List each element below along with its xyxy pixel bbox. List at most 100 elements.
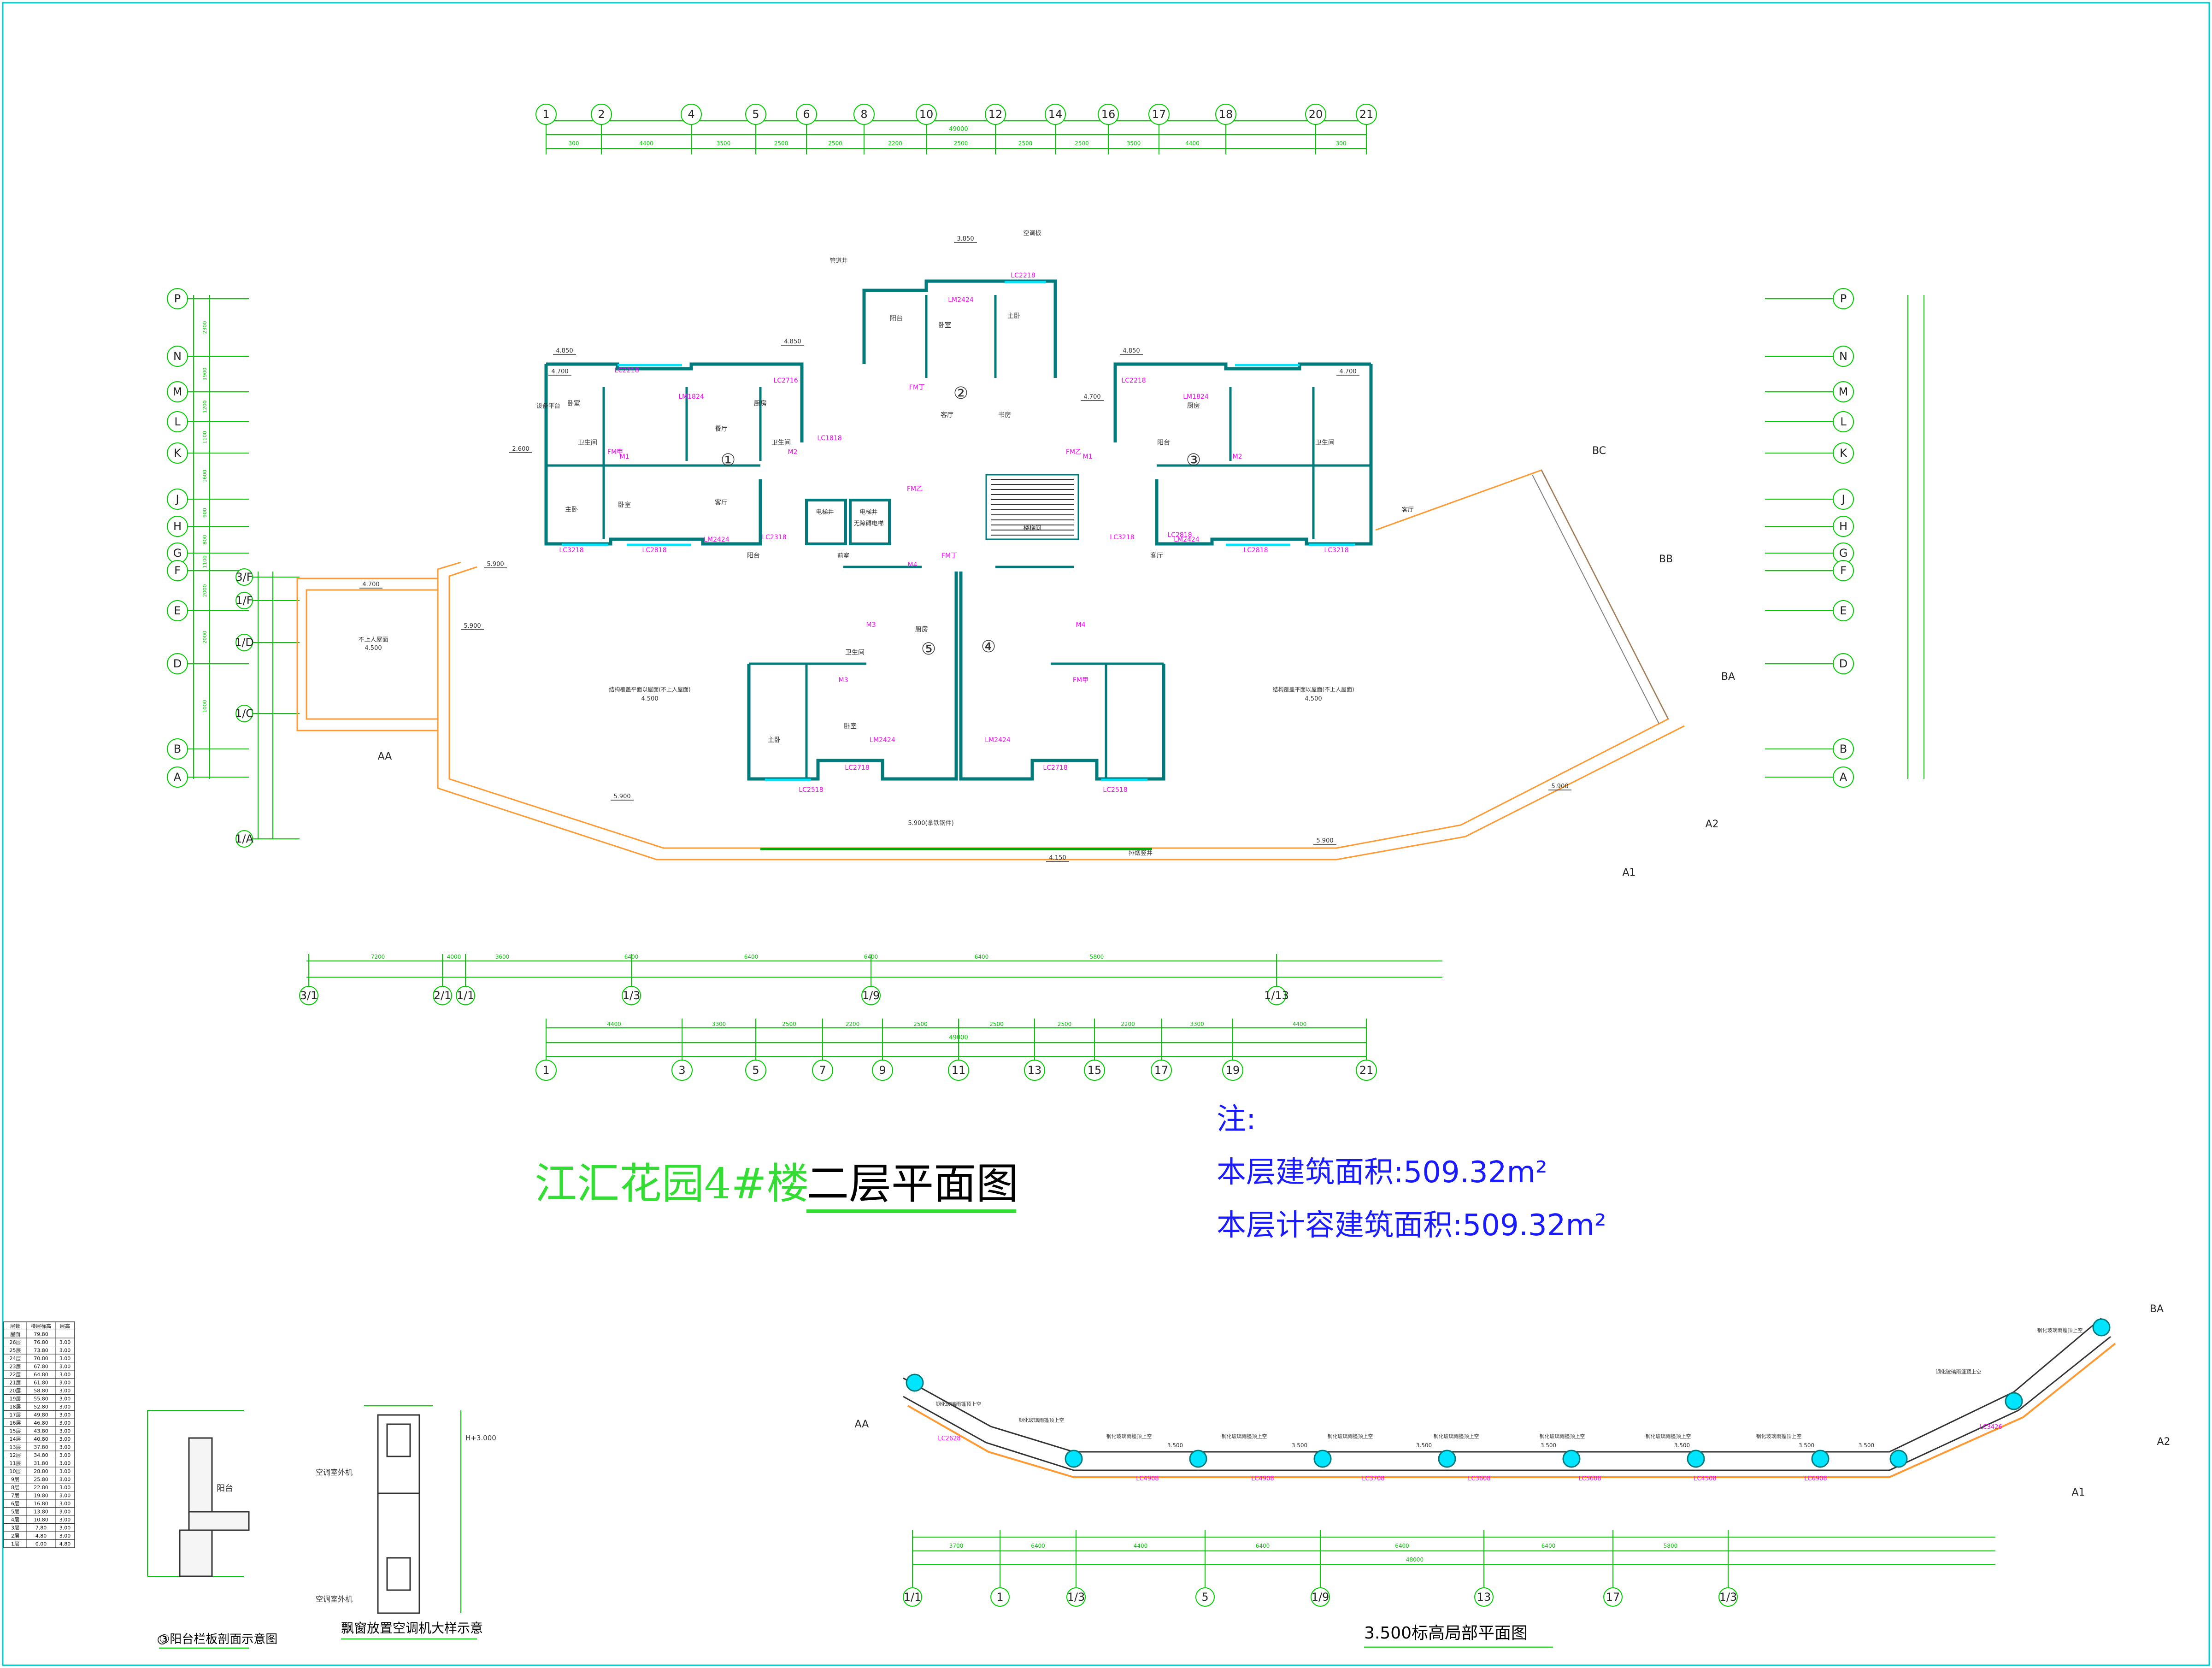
right-axis-G-label: G <box>1839 547 1848 560</box>
table-cell-22-1: 16.80 <box>34 1501 48 1507</box>
bottom-axis-11-label: 11 <box>952 1064 966 1077</box>
top-axis-10: 10 <box>916 104 937 125</box>
right-axis-J-label: J <box>1841 493 1845 506</box>
left-sub-axis-0-label: 3/F <box>235 571 253 584</box>
partial-axis-3-label: 5 <box>1201 1591 1208 1603</box>
ac-caption: 飘窗放置空调机大样示意 <box>341 1621 483 1636</box>
balcony-caption: ③阳台栏板剖面示意图 <box>159 1633 277 1646</box>
right-axis-N: N <box>1833 346 1854 367</box>
elevator-label-1: 电梯井 <box>859 509 877 516</box>
door-label-0: FM甲 <box>607 448 623 456</box>
ac-level: H+3.000 <box>465 1434 496 1442</box>
partial-axis-1-label: 1 <box>996 1591 1003 1603</box>
top-axis-20: 20 <box>1305 104 1326 125</box>
left-sub-axis-1: 1/F <box>235 592 253 609</box>
room-label-11: 主卧 <box>1007 312 1020 320</box>
right-axis-E: E <box>1833 600 1854 621</box>
sub-dim-3: 6400 <box>624 954 639 960</box>
window-label-3: LC1818 <box>817 435 841 442</box>
bottom-axis-21-label: 21 <box>1359 1064 1374 1077</box>
partial-window-0: LC2628 <box>938 1435 960 1442</box>
top-dim-10: 4400 <box>1185 140 1200 147</box>
table-cell-16-1: 34.80 <box>34 1452 48 1458</box>
table-cell-21-2: 3.00 <box>59 1493 71 1499</box>
room-label-7: 卫生间 <box>771 439 791 447</box>
table-cell-16-2: 3.00 <box>59 1452 71 1458</box>
window-label-22: LM2424 <box>985 737 1011 744</box>
table-cell-19-2: 3.00 <box>59 1477 71 1483</box>
right-axis-M: M <box>1833 381 1854 402</box>
top-axis-6-label: 6 <box>803 108 810 121</box>
partial-note-1: 钢化玻璃雨篷顶上空 <box>1019 1417 1065 1423</box>
top-axis-2-label: 2 <box>598 108 605 121</box>
bottom-axis-19-label: 19 <box>1226 1064 1240 1077</box>
partial-axis-0-label: 1/1 <box>904 1591 922 1603</box>
ac-label-2: 空调室外机 <box>316 1595 353 1603</box>
door-label-13: M4 <box>908 561 918 569</box>
table-cell-1-1: 79.80 <box>34 1332 48 1338</box>
top-axis-4-label: 4 <box>688 108 694 121</box>
leader-note-3: 排烟竖井 <box>1129 850 1153 857</box>
table-cell-17-2: 3.00 <box>59 1461 71 1467</box>
bottom-axis-15-label: 15 <box>1088 1064 1102 1077</box>
right-axis-B-label: B <box>1840 743 1847 755</box>
left-dim-2: 1200 <box>202 401 208 413</box>
unit-marker-3: ④ <box>981 637 996 656</box>
table-cell-4-0: 24层 <box>10 1356 21 1362</box>
left-axis-D-label: D <box>173 657 182 670</box>
left-sub-axis-1-label: 1/F <box>235 594 253 607</box>
room-label-13: 客厅 <box>941 411 953 419</box>
top-axis-5-label: 5 <box>752 108 759 121</box>
right-axis-L: L <box>1833 411 1854 432</box>
oblique-label-9: A1 <box>2071 1487 2085 1498</box>
level-mark-5: 5.900 <box>1551 783 1568 790</box>
table-cell-18-1: 28.80 <box>34 1468 48 1474</box>
table-cell-2-0: 26层 <box>10 1339 21 1345</box>
sub-dim-7: 5800 <box>1090 954 1104 960</box>
partial-window-1: LC4908 <box>1136 1475 1159 1482</box>
left-axis-F: F <box>167 560 188 581</box>
right-axis-F: F <box>1833 560 1854 581</box>
partial-window-5: LC5608 <box>1578 1475 1601 1482</box>
right-axis-A: A <box>1833 766 1854 788</box>
table-cell-2-2: 3.00 <box>59 1339 71 1345</box>
table-cell-0-2: 层高 <box>60 1323 70 1329</box>
level-mark-4: 5.900 <box>1316 837 1333 844</box>
partial-dim-5: 6400 <box>1541 1543 1556 1549</box>
table-cell-12-2: 3.00 <box>59 1420 71 1426</box>
bottom-dim-6: 2500 <box>1058 1021 1072 1027</box>
room-label-21: 卧室 <box>844 722 857 730</box>
partial-window-3: LC3708 <box>1362 1475 1384 1482</box>
window-label-11: LM1824 <box>1183 393 1209 401</box>
sub-dim-2: 3600 <box>495 954 510 960</box>
table-cell-25-2: 3.00 <box>59 1525 71 1531</box>
sub-dim-1: 4000 <box>447 954 461 960</box>
table-cell-27-2: 4.80 <box>59 1541 71 1547</box>
notes-line-1: 本层建筑面积:509.32m² <box>1217 1155 1547 1190</box>
top-dim-2: 3500 <box>717 140 731 147</box>
bottom-axis-17: 17 <box>1151 1060 1172 1081</box>
left-roof-level: 4.500 <box>365 645 382 652</box>
notes-heading: 注: <box>1217 1102 1256 1137</box>
level-mark-13: 4.700 <box>1339 368 1356 375</box>
right-axis-H: H <box>1833 516 1854 537</box>
table-cell-4-1: 70.80 <box>34 1356 48 1362</box>
oblique-label-6: AA <box>855 1419 869 1430</box>
room-label-6: 卫生间 <box>578 439 597 447</box>
bottom-axis-19: 19 <box>1222 1060 1243 1081</box>
big-right-roof-level: 4.500 <box>1305 695 1322 702</box>
left-axis-N-label: N <box>173 350 182 363</box>
level-mark-2: 5.900 <box>464 623 481 630</box>
room-label-2: 主卧 <box>565 506 578 513</box>
partial-axis-6: 17 <box>1603 1587 1623 1607</box>
table-cell-14-1: 40.80 <box>34 1436 48 1442</box>
door-label-7: M2 <box>788 448 798 456</box>
window-label-16: LC3218 <box>1110 534 1134 541</box>
table-cell-10-0: 18层 <box>10 1404 21 1410</box>
left-sub-axis-2-label: 1/D <box>235 636 254 649</box>
